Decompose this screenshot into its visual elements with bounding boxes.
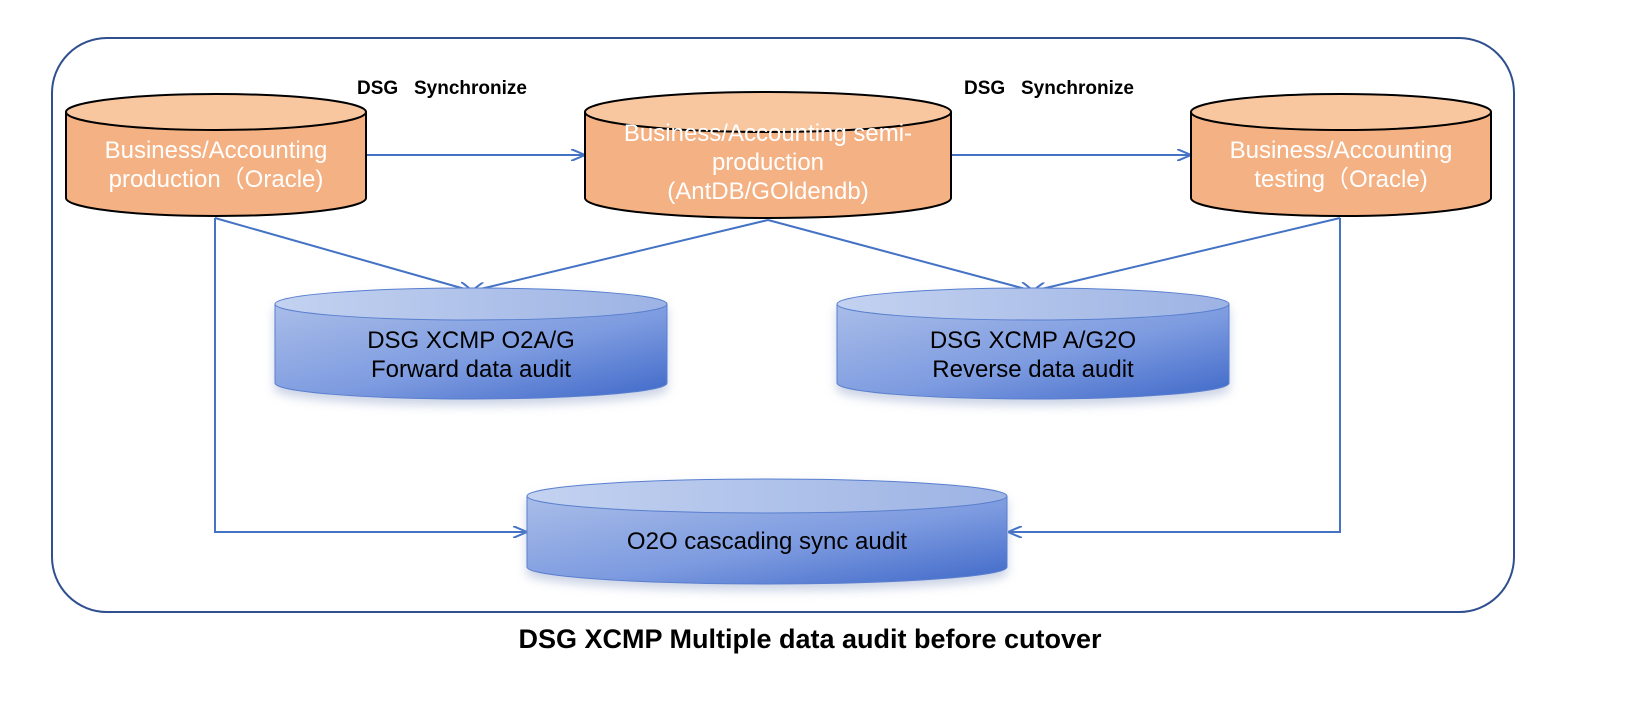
diagram-frame — [51, 37, 1515, 613]
db-testing-line-1: Business/Accounting — [1230, 137, 1453, 164]
db-business-testing: Business/Accounting testing（Oracle) — [1190, 93, 1492, 217]
arrow-test-to-reverse-audit — [1033, 217, 1341, 291]
audit-forward-data — [274, 287, 668, 400]
arrow-semi-to-forward-audit — [472, 219, 769, 291]
sync-label-left: DSG Synchronize — [357, 78, 527, 99]
db-production-line-2: production（Oracle) — [109, 166, 324, 193]
arrow-test-to-cascade-audit — [1009, 218, 1341, 532]
sync-label-right: DSG Synchronize — [964, 78, 1134, 99]
diagram-caption: DSG XCMP Multiple data audit before cuto… — [518, 624, 1102, 654]
db-semi-line-2: production — [712, 149, 824, 176]
audit-reverse-data — [836, 287, 1230, 400]
arrow-prod-to-cascade-audit — [214, 218, 526, 532]
db-business-semi-production: Business/Accounting semi- production (An… — [584, 91, 952, 219]
db-production-line-1: Business/Accounting — [105, 137, 328, 164]
reverse-audit-line-1: DSG XCMP A/G2O — [930, 327, 1136, 354]
db-business-production: Business/Accounting production（Oracle) — [65, 93, 367, 217]
db-testing-line-2: testing（Oracle) — [1254, 166, 1427, 193]
connectors — [214, 155, 1341, 532]
arrow-prod-to-forward-audit — [214, 217, 472, 291]
db-semi-line-3: (AntDB/GOldendb) — [667, 178, 868, 205]
reverse-audit-line-2: Reverse data audit — [932, 356, 1134, 383]
arrow-semi-to-reverse-audit — [767, 219, 1033, 291]
forward-audit-line-1: DSG XCMP O2A/G — [367, 327, 575, 354]
db-semi-line-1: Business/Accounting semi- — [624, 120, 912, 147]
forward-audit-line-2: Forward data audit — [371, 356, 571, 383]
audit-o2o-cascading — [526, 478, 1008, 585]
cascade-audit-label: O2O cascading sync audit — [627, 528, 907, 555]
